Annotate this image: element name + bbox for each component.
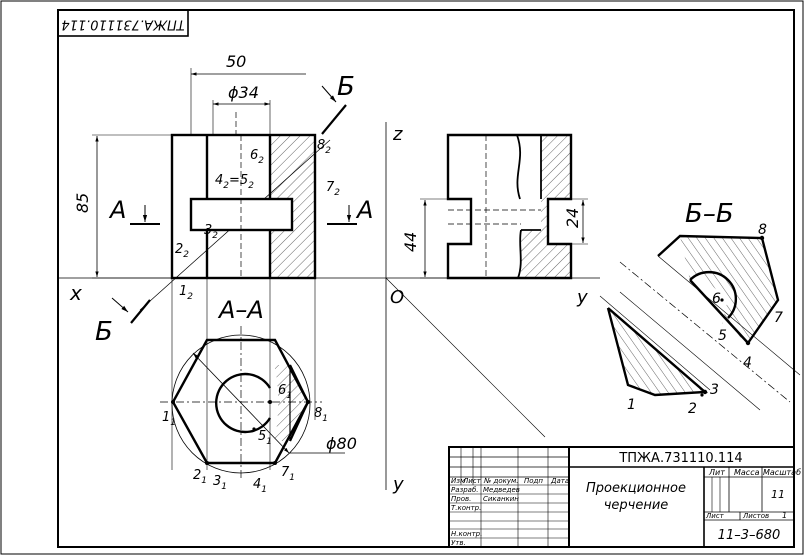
tb-lit: Лит (708, 468, 725, 477)
front-point-8: 82 (317, 138, 331, 156)
cut-a-right-label: А (355, 196, 373, 224)
title-block (448, 446, 795, 548)
front-view: 50 ϕ34 85 А А Б Б 12 22 32 42=52 62 72 8… (73, 52, 373, 470)
tb-scale: Масштаб (763, 468, 801, 477)
tb-title-line1: Проекционное (586, 481, 686, 496)
section-point-2: 2 (688, 401, 697, 417)
tb-title-line2: черчение (604, 498, 669, 513)
plan-view: ϕ80 А–А 11 21 31 41 51 61 71 81 (160, 296, 357, 495)
tb-col-list: Лист (462, 477, 482, 485)
axis-x-label: x (69, 281, 82, 305)
top-stamp-box (57, 9, 189, 37)
cut-a-left-label: А (108, 196, 126, 224)
plan-point-2: 21 (193, 468, 207, 486)
front-point-1: 12 (179, 284, 193, 302)
front-point-7: 72 (326, 180, 340, 198)
front-slot-fill (189, 197, 294, 232)
tb-role-nkontr: Н.контр. (451, 530, 482, 538)
dim-24: 24 (563, 208, 582, 228)
front-point-4-5: 42=52 (215, 173, 254, 191)
cut-b-arrow-bottom (111, 297, 129, 313)
front-point-3: 32 (204, 223, 218, 241)
tb-sheet: Лист (705, 512, 725, 520)
cut-b-top-label: Б (337, 72, 355, 102)
axis-origin-label: O (390, 287, 404, 308)
side-hatch-top (541, 135, 571, 199)
section-point-3: 3 (710, 382, 719, 398)
plan-point-6: 61 (278, 383, 292, 401)
tb-role-razrab: Разраб. (451, 486, 479, 494)
axis-y-plan-label: y (392, 474, 404, 495)
tb-col-izm: Изм (451, 477, 466, 485)
side-view: 44 24 (401, 133, 588, 280)
dim-34: ϕ34 (228, 83, 259, 102)
section-point-1: 1 (627, 397, 636, 413)
section-point-7: 7 (774, 310, 783, 326)
front-point-2: 22 (175, 242, 189, 260)
section-aa-label: А–А (217, 296, 264, 324)
dim-85: 85 (73, 193, 92, 213)
plan-point-1: 11 (162, 410, 176, 428)
tb-mass: Масса (734, 468, 760, 477)
tb-name-checker: Сиканкин (483, 495, 519, 503)
plan-point-4: 41 (253, 477, 267, 495)
inner-frame (57, 9, 795, 548)
tb-role-utv: Утв. (451, 539, 466, 547)
tb-name-developer: Медведев (483, 486, 520, 494)
section-point-6: 6 (712, 291, 721, 307)
axis-z-label: z (392, 124, 403, 145)
cut-b-arrow-top (321, 85, 337, 103)
section-point-5: 5 (718, 328, 727, 344)
dim-44: 44 (401, 232, 420, 252)
section-point-8: 8 (758, 222, 767, 238)
section-bb-label: Б–Б (685, 199, 734, 229)
axis-y-profile-label: y (576, 287, 588, 308)
top-stamp-text: ТПЖА.731110.114 (61, 17, 184, 32)
plan-point-5: 51 (258, 429, 272, 447)
section-point-4: 4 (743, 355, 752, 371)
plan-point-7: 71 (281, 465, 295, 483)
tb-group: 11–3–680 (718, 528, 781, 543)
title-block-text: ТПЖА.731110.114 Изм Лист № докум. Подп Д… (451, 451, 801, 547)
tb-scale-value: 11 (771, 488, 785, 501)
tb-code: ТПЖА.731110.114 (618, 451, 742, 466)
front-point-6: 62 (250, 148, 264, 166)
tb-col-podp: Подп (524, 477, 543, 485)
tb-sheets-value: 1 (782, 511, 787, 520)
tb-col-ndoc: № докум. (483, 477, 519, 485)
dim-50: 50 (226, 52, 246, 71)
plan-point-3: 31 (213, 474, 227, 492)
tb-role-prov: Пров. (451, 495, 471, 503)
tb-sheets: Листов (742, 512, 769, 520)
dim-80-line (192, 352, 290, 454)
tb-col-data: Дата (550, 477, 569, 485)
dim-80: ϕ80 (326, 434, 357, 453)
tb-role-tkontr: Т.контр. (451, 504, 481, 512)
section-bb-view: Б–Б 1 2 3 4 5 6 7 8 (599, 199, 801, 417)
side-hatch-bottom (521, 244, 571, 278)
cut-b-bottom-label: Б (95, 317, 113, 347)
plan-point-8: 81 (314, 406, 328, 424)
